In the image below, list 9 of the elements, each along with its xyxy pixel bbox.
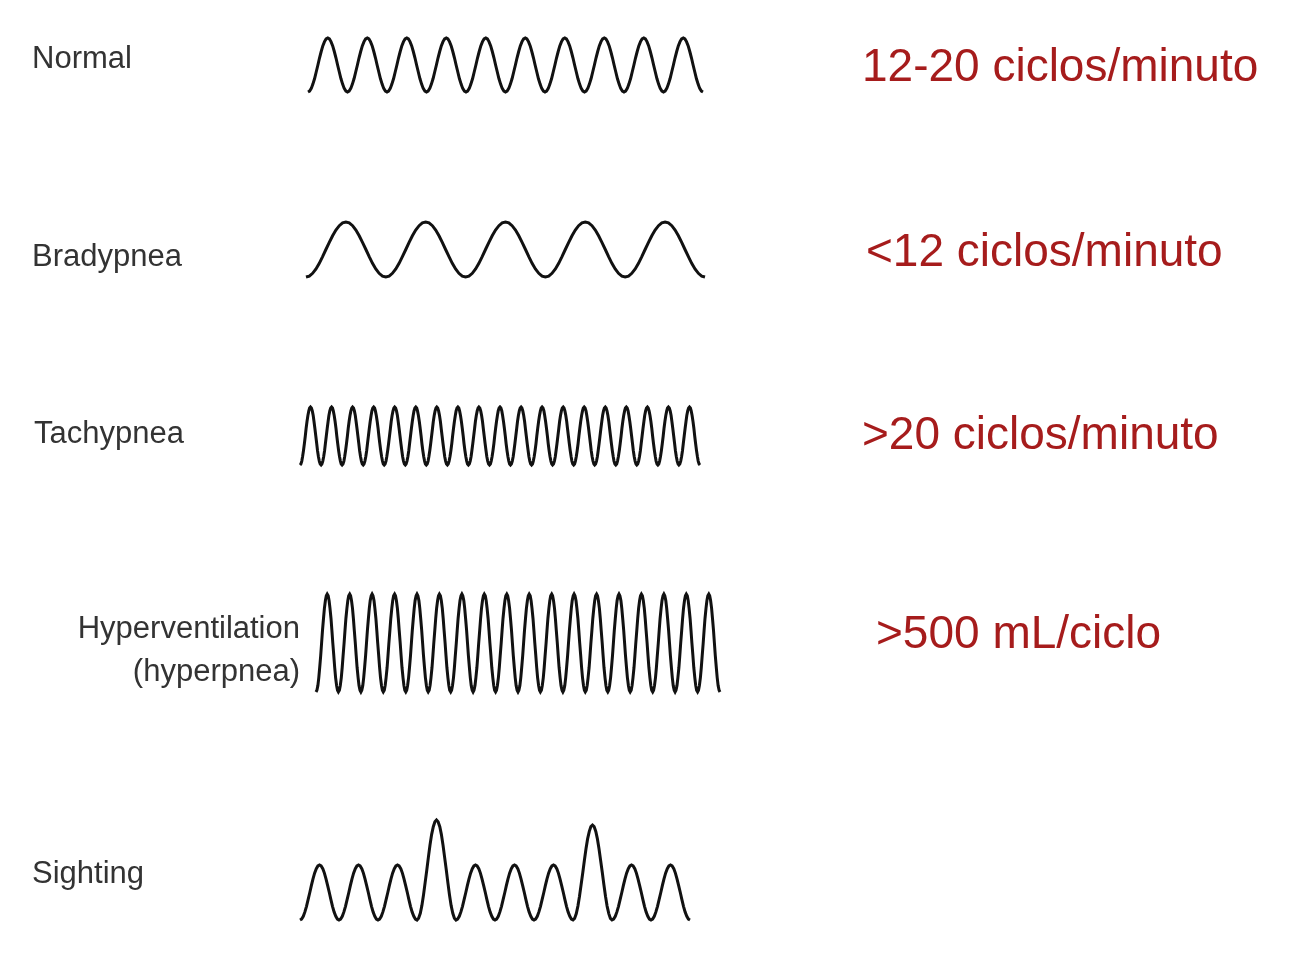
- rate-label: <12 ciclos/minuto: [866, 223, 1223, 277]
- pattern-label: Hyperventilation (hyperpnea): [76, 609, 300, 691]
- pattern-label: Sighting: [32, 855, 145, 891]
- rate-label: 12-20 ciclos/minuto: [862, 38, 1259, 92]
- pattern-label: Normal: [32, 40, 132, 76]
- rate-label: >20 ciclos/minuto: [862, 406, 1219, 460]
- rate-label: >500 mL/ciclo: [876, 605, 1162, 659]
- pattern-label: Bradypnea: [32, 238, 182, 274]
- pattern-label: Tachypnea: [34, 415, 184, 451]
